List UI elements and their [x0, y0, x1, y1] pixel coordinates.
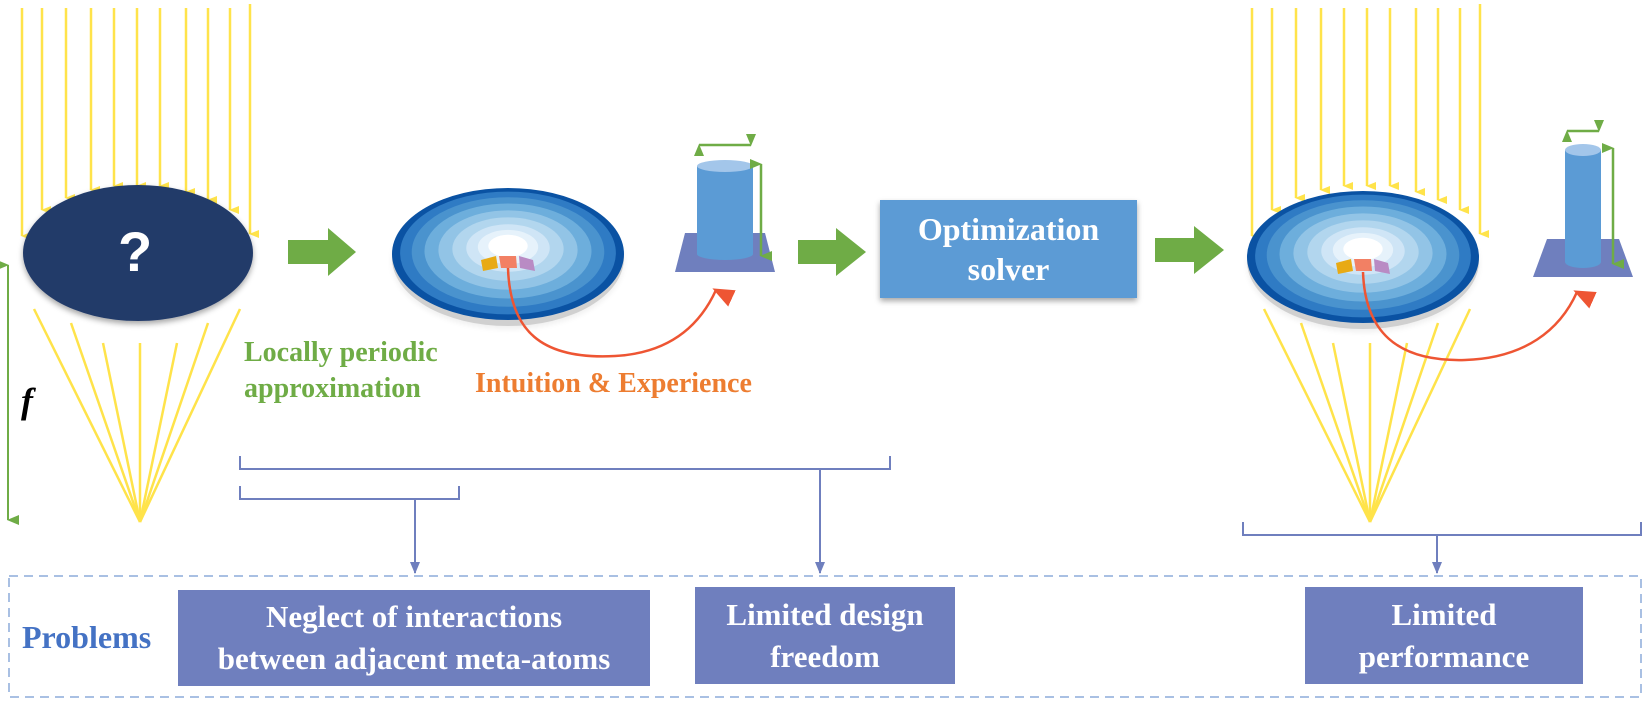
- problem-1-line-1: Neglect of interactions: [265, 599, 563, 634]
- problem-box-design-freedom: Limited design freedom: [695, 587, 955, 684]
- problems-title: Problems: [22, 619, 152, 655]
- intuition-curve-arrow: [506, 267, 736, 358]
- focused-ray: [1299, 322, 1372, 523]
- locally-periodic-line-2: approximation: [244, 373, 421, 404]
- block-arrow-2: [798, 228, 866, 276]
- focused-ray: [138, 308, 242, 523]
- meta-atom-pillar-wide: [675, 134, 775, 272]
- focal-length-label: f: [21, 381, 33, 421]
- bracket-wide: [239, 456, 891, 470]
- focused-ray: [69, 322, 142, 523]
- problem-3-line-2: performance: [1358, 638, 1530, 674]
- meta-atom-cell: [481, 256, 498, 271]
- locally-periodic-line-1: Locally periodic: [244, 337, 438, 368]
- focused-ray: [138, 322, 210, 523]
- problem-box-interactions: Neglect of interactions between adjacent…: [178, 590, 650, 686]
- incident-light-rays-right: [1250, 4, 1489, 240]
- focused-ray: [32, 308, 142, 523]
- optimized-curve-arrow: [1361, 271, 1597, 362]
- pillar-top: [697, 160, 753, 172]
- incident-light-rays-left: [20, 4, 259, 240]
- locally-periodic-label: Locally periodic approximation: [244, 335, 438, 407]
- problems-container: [8, 575, 1642, 698]
- meta-atom-cell: [499, 256, 517, 268]
- problem-2-line-1: Limited design: [726, 596, 924, 632]
- block-arrow-3: [1155, 226, 1224, 274]
- focused-ray: [101, 342, 142, 523]
- meta-atom-pillar-narrow: [1533, 120, 1633, 277]
- meta-atom-cells-1: [481, 256, 535, 271]
- intuition-experience-label: Intuition & Experience: [475, 368, 752, 399]
- unknown-lens-question-mark: ?: [118, 220, 153, 283]
- optimization-solver-label: Optimization solver: [880, 200, 1137, 298]
- metalens-disc-2: [1247, 191, 1479, 329]
- solver-line-1: Optimization: [917, 211, 1100, 247]
- focusing-rays-right: [1262, 308, 1472, 523]
- focused-ray: [1368, 308, 1472, 523]
- focused-ray: [1331, 342, 1372, 523]
- meta-atom-cells-2: [1336, 259, 1390, 274]
- meta-atom-cell: [1374, 259, 1390, 274]
- problem-3-line-1: Limited: [1391, 596, 1497, 632]
- focused-ray: [138, 342, 179, 523]
- focusing-rays-left: [32, 308, 242, 523]
- problem-box-performance: Limited performance: [1305, 587, 1583, 684]
- unknown-lens-ellipse: [23, 185, 253, 321]
- meta-atom-cell: [519, 256, 535, 271]
- lens-ring: [1343, 237, 1383, 261]
- pillar-top: [1565, 144, 1601, 156]
- pillar-body: [1565, 150, 1601, 268]
- solver-line-2: solver: [967, 251, 1050, 287]
- focused-ray: [1368, 342, 1409, 523]
- problem-1-line-2: between adjacent meta-atoms: [217, 641, 611, 676]
- lens-ring: [488, 234, 528, 258]
- focused-ray: [1262, 308, 1372, 523]
- meta-atom-cell: [1354, 259, 1372, 271]
- bracket-right: [1242, 522, 1642, 536]
- block-arrow-1: [288, 228, 356, 276]
- optimization-solver-box: [880, 200, 1137, 298]
- bracket-short: [239, 486, 460, 500]
- meta-atom-cell: [1336, 259, 1353, 274]
- problem-2-line-2: freedom: [770, 638, 880, 674]
- pillar-body: [697, 166, 753, 260]
